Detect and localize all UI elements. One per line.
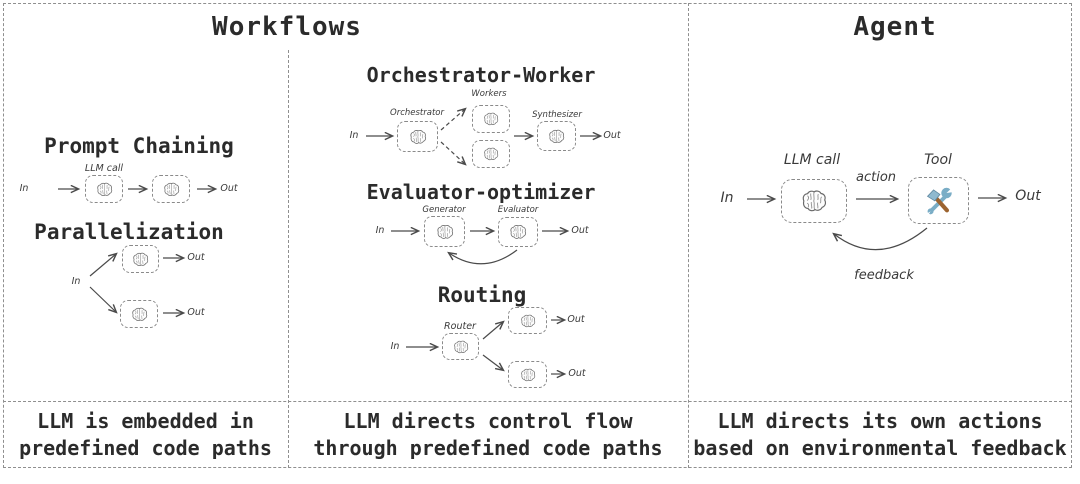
router-node	[442, 333, 479, 360]
routing-heading: Routing	[437, 283, 527, 307]
orchestrator-label: Orchestrator	[390, 108, 444, 118]
pc-llm-call-label: LLM call	[84, 163, 124, 174]
brain-icon	[520, 368, 535, 381]
routing-llm-node-top	[508, 307, 547, 334]
evaluator-optimizer-heading: Evaluator-optimizer	[366, 180, 596, 204]
agent-tool-node	[908, 177, 969, 224]
evaluator-label: Evaluator	[497, 205, 539, 215]
brain-icon	[520, 314, 535, 327]
agent-tool-label: Tool	[924, 152, 952, 168]
parallelization-llm-node-top	[122, 245, 159, 273]
caption-line: LLM is embedded in	[37, 408, 254, 433]
workflows-left-caption: LLM is embedded in predefined code paths	[3, 401, 288, 468]
eo-out-label: Out	[571, 225, 589, 236]
worker-node-bottom	[472, 140, 510, 168]
hammer-wrench-icon	[924, 186, 954, 216]
brain-icon	[409, 129, 426, 144]
brain-icon	[436, 224, 453, 239]
workflows-middle-caption: LLM directs control flow through predefi…	[288, 401, 688, 468]
caption-line: through predefined code paths	[313, 435, 663, 460]
caption-line: based on environmental feedback	[693, 435, 1067, 460]
brain-icon	[453, 340, 468, 353]
brain-icon	[96, 182, 112, 196]
brain-icon	[802, 190, 827, 212]
pc-in-label: In	[19, 183, 29, 194]
evaluator-node	[498, 217, 538, 247]
workflows-panel-title: Workflows	[212, 12, 362, 42]
agent-out-label: Out	[1015, 188, 1041, 204]
worker-node-top	[472, 105, 510, 133]
brain-icon	[163, 182, 179, 196]
agent-panel-title: Agent	[853, 12, 937, 42]
par-out-bottom-label: Out	[187, 307, 205, 318]
ow-out-label: Out	[603, 130, 621, 141]
par-in-label: In	[71, 276, 81, 287]
agent-llm-node	[781, 179, 847, 223]
orchestrator-node	[397, 121, 438, 152]
prompt-chaining-llm-node-1	[85, 175, 123, 203]
eo-in-label: In	[375, 225, 385, 236]
synthesizer-node	[537, 121, 576, 151]
pc-out-label: Out	[220, 183, 238, 194]
caption-line: LLM directs control flow	[343, 408, 633, 433]
brain-icon	[510, 224, 527, 239]
orchestrator-worker-heading: Orchestrator-Worker	[366, 63, 596, 87]
agent-feedback-label: feedback	[854, 268, 914, 283]
agent-action-label: action	[855, 170, 897, 185]
parallelization-heading: Parallelization	[34, 220, 224, 244]
brain-icon	[131, 307, 147, 321]
agent-caption: LLM directs its own actions based on env…	[688, 401, 1072, 468]
brain-icon	[484, 147, 499, 161]
generator-label: Generator	[422, 205, 466, 215]
router-label: Router	[444, 321, 476, 332]
par-out-top-label: Out	[187, 252, 205, 263]
synthesizer-label: Synthesizer	[532, 110, 582, 120]
rt-out-bottom-label: Out	[568, 368, 586, 379]
outer-frame	[3, 3, 1072, 468]
caption-row-divider	[3, 401, 1072, 402]
agent-in-label: In	[720, 190, 734, 206]
prompt-chaining-heading: Prompt Chaining	[44, 134, 234, 158]
ow-in-label: In	[349, 130, 359, 141]
caption-line: predefined code paths	[19, 435, 272, 460]
rt-in-label: In	[390, 341, 400, 352]
brain-icon	[133, 252, 149, 266]
workers-label: Workers	[471, 89, 507, 99]
rt-out-top-label: Out	[567, 314, 585, 325]
parallelization-llm-node-bottom	[120, 300, 158, 328]
caption-line: LLM directs its own actions	[717, 408, 1043, 433]
workflows-column-divider	[288, 50, 289, 468]
brain-icon	[484, 112, 499, 126]
prompt-chaining-llm-node-2	[152, 175, 190, 203]
brain-icon	[549, 129, 565, 143]
generator-node	[424, 216, 465, 247]
workflows-agent-divider	[688, 3, 689, 468]
agent-llm-call-label: LLM call	[783, 152, 841, 168]
routing-llm-node-bottom	[508, 361, 547, 388]
